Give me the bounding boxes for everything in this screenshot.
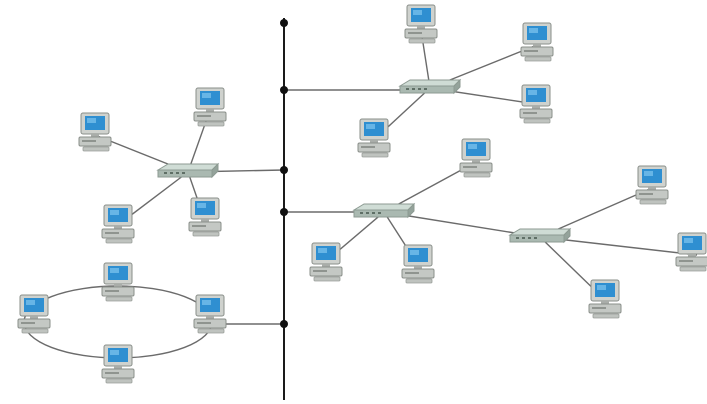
computer-icon [101,204,135,244]
computer-icon [588,279,622,319]
hub-switch-icon [399,79,461,94]
bus-tap-ring [280,320,288,328]
hub-switch-icon [509,228,571,243]
computer-icon [193,294,227,334]
bus-tap-top [280,19,288,27]
computer-icon [357,118,391,158]
computer-icon [193,87,227,127]
computer-icon [401,244,435,284]
computer-icon [17,294,51,334]
computer-icon [101,344,135,384]
bus-taps [280,19,288,328]
hub-switch-icon [157,163,219,178]
hub-switch-icon [353,203,415,218]
computer-icon [309,242,343,282]
computer-icon [188,197,222,237]
bus-tap-top-star [280,86,288,94]
computer-icon [635,165,669,205]
bus-tap-left-star [280,166,288,174]
computer-icon [519,84,553,124]
computer-icon [675,232,707,272]
computer-icon [459,138,493,178]
computer-icon [101,262,135,302]
bus-tap-middle-star [280,208,288,216]
computer-icon [520,22,554,62]
computer-icon [404,4,438,44]
computer-icon [78,112,112,152]
